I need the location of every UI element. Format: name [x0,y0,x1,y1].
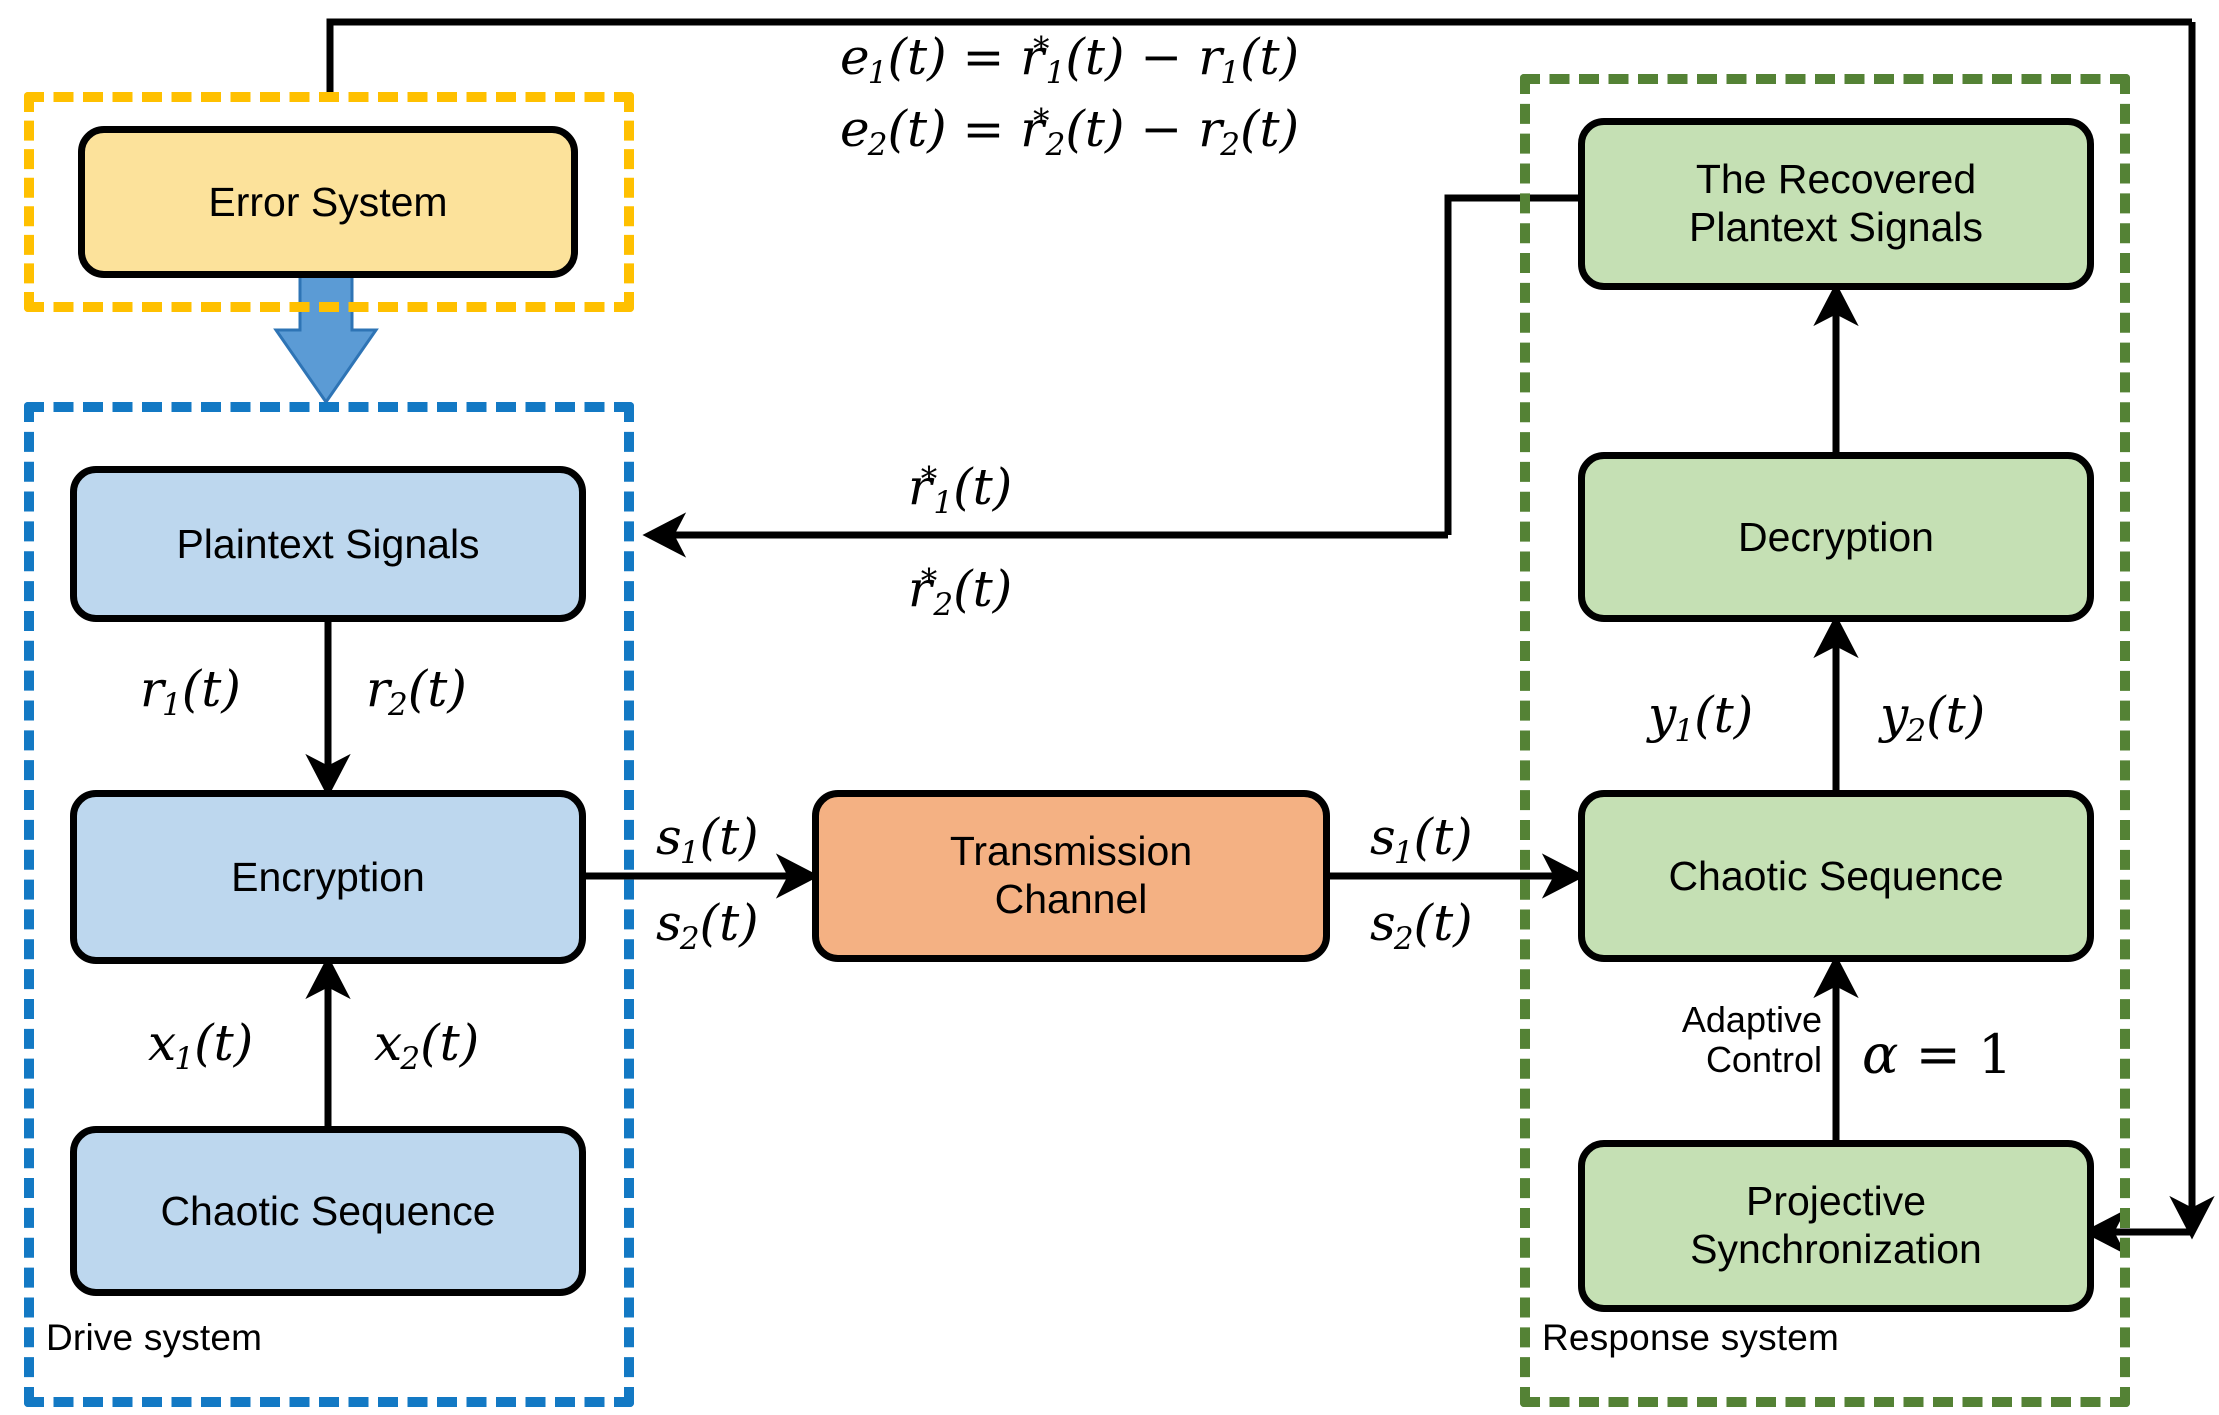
node-projective-synchronization-line1: Projective [1745,1178,1926,1225]
node-encryption[interactable]: Encryption [70,790,586,964]
edge-label-s2-left: s2(t) [656,894,759,957]
node-error-system-label: Error System [208,178,448,225]
node-projective-synchronization[interactable]: Projective Synchronization [1578,1140,2094,1312]
node-encryption-label: Encryption [231,853,425,900]
node-error-system[interactable]: Error System [78,126,578,278]
edge-label-adaptive-control-line2: Control [1705,1039,1822,1081]
node-chaotic-sequence-response-label: Chaotic Sequence [1668,852,2004,899]
node-recovered-plantext-signals[interactable]: The Recovered Plantext Signals [1578,118,2094,290]
edge-label-s1-left: s1(t) [656,808,759,871]
group-drive-system-label: Drive system [46,1317,263,1358]
group-response-system [1520,74,2130,1407]
edge-label-x2: x2(t) [374,1014,480,1077]
node-projective-synchronization-line2: Synchronization [1690,1226,1982,1272]
node-decryption[interactable]: Decryption [1578,452,2094,622]
node-transmission-channel[interactable]: Transmission Channel [812,790,1330,962]
group-error-system [24,92,634,312]
edge-label-x1: x1(t) [148,1014,254,1077]
wire-recovered-to-plaintext [642,194,1578,558]
edge-label-r2: r2(t) [366,660,467,723]
node-transmission-channel-line1: Transmission [949,828,1193,875]
edge-label-r2-star: r*2(t) [908,560,1013,623]
node-plaintext-signals[interactable]: Plaintext Signals [70,466,586,622]
node-chaotic-sequence-drive[interactable]: Chaotic Sequence [70,1126,586,1296]
edge-label-alpha: α = 1 [1862,1023,2013,1086]
equation-e2-text: e2(t) = r*2(t) − r2(t) [840,100,1300,163]
group-drive-system [24,402,634,1407]
node-transmission-channel-line2: Channel [994,876,1148,922]
edge-label-r1-star: r*1(t) [908,458,1013,521]
node-recovered-plantext-signals-line2: Plantext Signals [1688,204,1983,250]
edge-label-y2: y2(t) [1880,686,1986,749]
edge-label-adaptive-control: Adaptive Control [1632,999,1822,1081]
edge-label-s1-right: s1(t) [1370,808,1473,871]
equation-e1-text: e1(t) = r*1(t) − r1(t) [840,28,1300,91]
node-recovered-plantext-signals-line1: The Recovered [1695,156,1977,203]
equation-e2: e2(t) = r*2(t) − r2(t) [840,104,1299,161]
node-decryption-label: Decryption [1738,513,1934,560]
node-plaintext-signals-label: Plaintext Signals [176,520,480,567]
edge-label-s2-right: s2(t) [1370,894,1473,957]
node-chaotic-sequence-drive-label: Chaotic Sequence [160,1187,496,1234]
node-chaotic-sequence-response[interactable]: Chaotic Sequence [1578,790,2094,962]
equation-e1: e1(t) = r*1(t) − r1(t) [840,32,1299,89]
edge-label-y1: y1(t) [1648,686,1754,749]
group-response-system-label: Response system [1542,1317,1840,1358]
edge-label-adaptive-control-line1: Adaptive [1681,999,1822,1040]
edge-label-r1: r1(t) [140,660,241,723]
